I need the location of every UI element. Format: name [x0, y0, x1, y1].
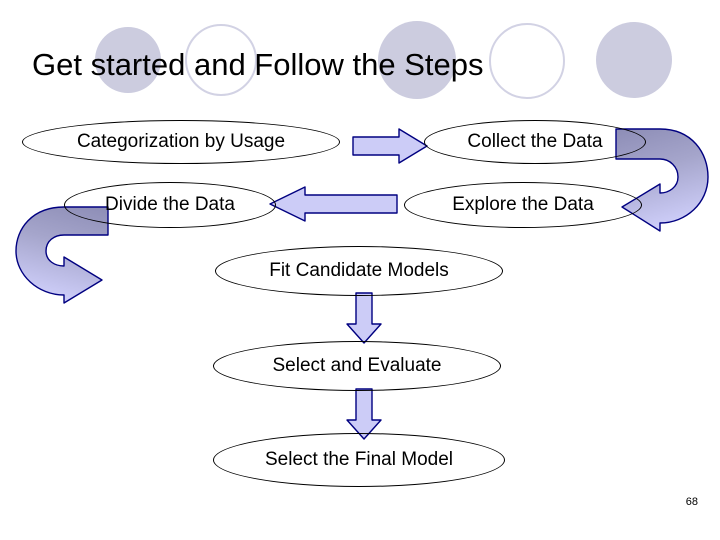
flow-node-label: Select and Evaluate: [272, 355, 442, 376]
decor-circle-3: [378, 21, 456, 99]
arrow-explore-to-divide: [268, 186, 398, 222]
flow-node-select-and-evaluate[interactable]: Select and Evaluate: [213, 341, 501, 391]
flow-node-label: Divide the Data: [105, 194, 235, 215]
arrow-categorization-to-collect: [352, 128, 428, 164]
flow-node-label: Select the Final Model: [265, 449, 453, 470]
flow-node-label: Categorization by Usage: [76, 131, 286, 152]
flow-node-label: Explore the Data: [452, 194, 594, 215]
arrow-evaluate-to-final: [345, 388, 383, 440]
flow-node-categorization-by-usage[interactable]: Categorization by Usage: [22, 120, 340, 164]
page-number: 68: [685, 496, 698, 508]
flow-node-label: Fit Candidate Models: [269, 260, 449, 281]
flow-node-collect-the-data[interactable]: Collect the Data: [424, 120, 646, 164]
slide-title: Get started and Follow the Steps: [32, 47, 484, 82]
flow-node-divide-the-data[interactable]: Divide the Data: [64, 182, 276, 228]
decor-circle-2: [185, 24, 257, 96]
arrow-divide-to-fit: [12, 205, 109, 305]
flow-node-explore-the-data[interactable]: Explore the Data: [404, 182, 642, 228]
decor-circle-1: [95, 27, 161, 93]
decor-circle-5: [596, 22, 672, 98]
flow-node-select-the-final-model[interactable]: Select the Final Model: [213, 433, 505, 487]
decor-circle-4: [489, 23, 565, 99]
flow-node-label: Collect the Data: [467, 131, 603, 152]
flow-node-fit-candidate-models[interactable]: Fit Candidate Models: [215, 246, 503, 296]
arrow-fit-to-select-evaluate: [345, 292, 383, 344]
